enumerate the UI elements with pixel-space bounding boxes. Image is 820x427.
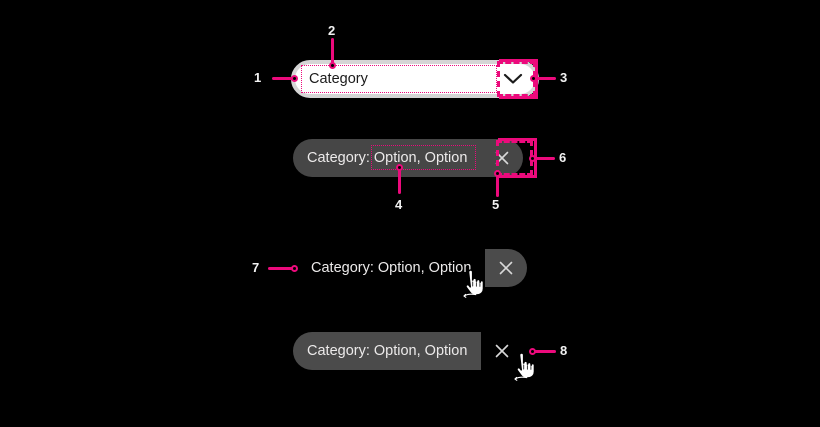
leader-line-1 <box>272 77 294 80</box>
leader-line-3 <box>534 77 556 80</box>
leader-line-7 <box>268 267 294 270</box>
select-chevron-button[interactable] <box>491 73 535 85</box>
close-icon <box>500 261 513 275</box>
leader-dot-3 <box>530 75 537 82</box>
chip-label[interactable]: Category: Option, Option <box>297 249 485 287</box>
chip-close-button[interactable] <box>481 332 523 370</box>
leader-line-4 <box>398 170 401 194</box>
annotation-number-4: 4 <box>395 197 403 212</box>
filter-chip-body-hovered[interactable]: Category: Option, Option <box>293 332 523 370</box>
chip-text: Category: Option, Option <box>307 149 468 166</box>
leader-dot-1 <box>291 75 298 82</box>
chip-label[interactable]: Category: Option, Option <box>293 139 482 177</box>
chip-text: Category: Option, Option <box>311 259 472 276</box>
leader-dot-2 <box>329 62 336 69</box>
leader-line-8 <box>534 350 556 353</box>
chip-text: Category: Option, Option <box>307 342 468 359</box>
annotation-number-7: 7 <box>252 260 260 275</box>
close-icon <box>496 344 509 358</box>
annotation-number-2: 2 <box>328 23 336 38</box>
leader-line-5 <box>496 175 499 197</box>
annotation-number-3: 3 <box>560 70 568 85</box>
leader-line-6 <box>533 157 555 160</box>
chip-close-button[interactable] <box>485 249 528 287</box>
leader-line-2 <box>331 38 334 68</box>
close-icon <box>496 151 509 165</box>
annotation-number-8: 8 <box>560 343 568 358</box>
annotation-number-5: 5 <box>492 197 500 212</box>
chevron-down-icon <box>503 73 523 84</box>
chip-label[interactable]: Category: Option, Option <box>293 332 482 370</box>
filter-chip-default[interactable]: Category: Option, Option <box>293 139 524 177</box>
annotation-number-1: 1 <box>254 70 262 85</box>
leader-dot-8 <box>529 348 536 355</box>
annotation-number-6: 6 <box>559 150 567 165</box>
leader-dot-7 <box>291 265 298 272</box>
filter-chip-close-hovered[interactable]: Category: Option, Option <box>297 249 528 287</box>
leader-dot-6 <box>529 155 536 162</box>
select-label: Category <box>309 70 368 87</box>
chip-close-button[interactable] <box>481 139 524 177</box>
